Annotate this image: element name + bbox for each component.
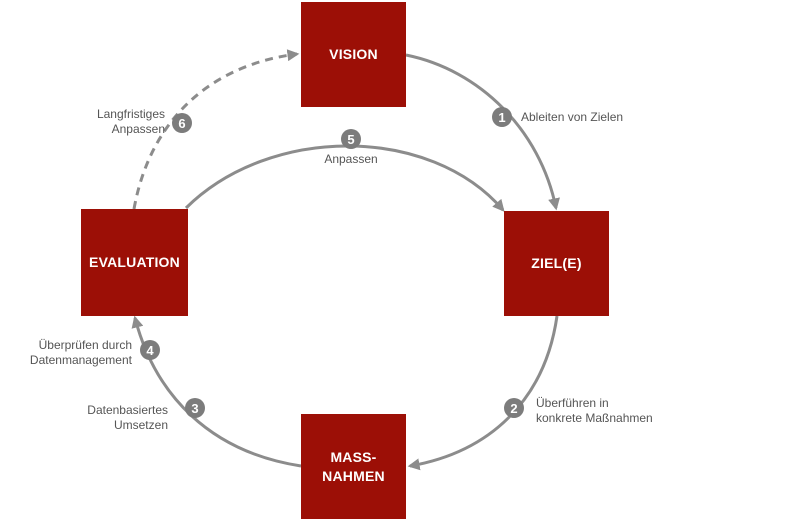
step-2-label: Überführen in konkrete Maßnahmen xyxy=(536,396,653,425)
step-2-badge: 2 xyxy=(504,398,524,418)
step-3-label: Datenbasiertes Umsetzen xyxy=(87,403,168,432)
ziele-box: ZIEL(E) xyxy=(504,211,609,316)
step-6-badge: 6 xyxy=(172,113,192,133)
arrow-evaluation-to-vision xyxy=(132,49,300,210)
massnahmen-box: MASS- NAHMEN xyxy=(301,414,406,519)
step-5-badge: 5 xyxy=(341,129,361,149)
step-4-label: Überprüfen durch Datenmanagement xyxy=(29,338,132,367)
step-4-badge: 4 xyxy=(140,340,160,360)
step-6-label: Langfristiges Anpassen xyxy=(96,107,165,136)
evaluation-box: EVALUATION xyxy=(81,209,188,316)
arrow-ziele-to-massnahmen xyxy=(407,315,559,471)
arrow-vision-to-ziele xyxy=(405,53,560,211)
step-3-badge: 3 xyxy=(185,398,205,418)
step-1-label: Ableiten von Zielen xyxy=(521,110,624,124)
step-5-label: Anpassen xyxy=(324,152,378,166)
arrow-massnahmen-to-evaluation xyxy=(131,315,302,468)
vision-box: VISION xyxy=(301,2,406,107)
step-1-badge: 1 xyxy=(492,107,512,127)
